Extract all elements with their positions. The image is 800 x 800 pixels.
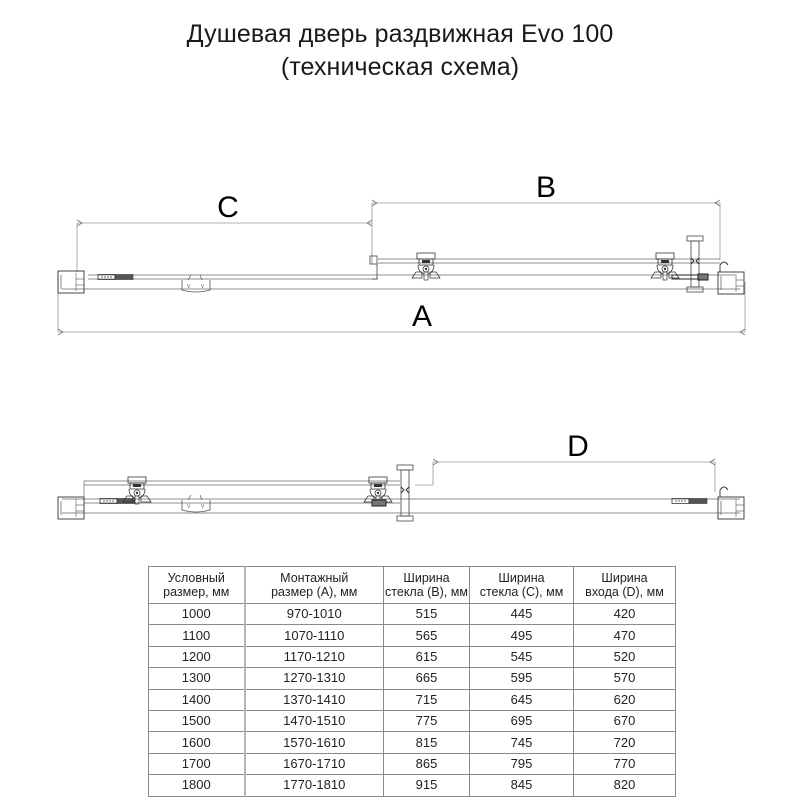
title-line-1: Душевая дверь раздвижная Evo 100 [186,20,614,48]
cell-entrance-d: 470 [573,624,676,647]
cell-nominal-size: 1100 [148,624,246,647]
dimension-label-d: D [567,430,589,463]
top-view-closed [57,199,746,336]
cell-mounting-size: 1370-1410 [244,688,384,711]
cell-glass-c: 445 [469,602,574,626]
cell-glass-c: 495 [469,624,574,647]
cell-mounting-size: 1070-1110 [244,624,384,647]
table-row: 1300 1270-1310 665 595 570 [148,667,676,690]
cell-glass-b: 915 [383,774,470,797]
cell-glass-c: 795 [469,752,574,776]
cell-glass-b: 715 [383,688,470,711]
table-row: 1700 1670-1710 865 795 770 [148,752,676,776]
dimension-label-c: C [217,191,239,224]
cell-entrance-d: 670 [573,709,676,733]
table-row: 1000 970-1010 515 445 420 [148,602,676,626]
cell-mounting-size: 1770-1810 [244,774,384,797]
cell-glass-b: 565 [383,624,470,647]
dimension-label-a: A [411,300,432,333]
bottom-view-open [57,458,745,522]
cell-glass-c: 745 [469,731,574,754]
table-row: 1500 1470-1510 775 695 670 [148,709,676,733]
cell-entrance-d: 570 [573,667,676,690]
table-row: 1400 1370-1410 715 645 620 [148,688,676,711]
cell-mounting-size: 970-1010 [244,602,384,626]
cell-mounting-size: 1470-1510 [244,709,384,733]
cell-entrance-d: 520 [573,645,676,669]
cell-nominal-size: 1400 [148,688,246,711]
table-row: 1100 1070-1110 565 495 470 [148,624,676,647]
cell-glass-b: 665 [383,667,470,690]
cell-entrance-d: 720 [573,731,676,754]
technical-drawing: V V [57,199,746,522]
cell-entrance-d: 770 [573,752,676,776]
table-row: 1200 1170-1210 615 545 520 [148,645,676,669]
cell-glass-b: 515 [383,602,470,626]
cell-entrance-d: 820 [573,774,676,797]
cell-glass-c: 845 [469,774,574,797]
cell-entrance-d: 420 [573,602,676,626]
title-line-2: (техническая схема) [280,53,520,81]
cell-entrance-d: 620 [573,688,676,711]
cell-glass-b: 775 [383,709,470,733]
cell-nominal-size: 1200 [148,645,246,669]
cell-mounting-size: 1670-1710 [244,752,384,776]
cell-glass-b: 865 [383,752,470,776]
cell-glass-c: 545 [469,645,574,669]
cell-glass-b: 815 [383,731,470,754]
cell-nominal-size: 1300 [148,667,246,690]
dimension-label-b: B [535,171,556,204]
cell-nominal-size: 1000 [148,602,246,626]
cell-mounting-size: 1170-1210 [244,645,384,669]
cell-nominal-size: 1700 [148,752,246,776]
page-title: Душевая дверь раздвижная Evo 100 (технич… [0,18,800,84]
cell-glass-c: 595 [469,667,574,690]
table-row: 1800 1770-1810 915 845 820 [148,774,676,797]
cell-nominal-size: 1600 [148,731,246,754]
cell-glass-b: 615 [383,645,470,669]
cell-mounting-size: 1270-1310 [244,667,384,690]
cell-glass-c: 645 [469,688,574,711]
cell-mounting-size: 1570-1610 [244,731,384,754]
cell-nominal-size: 1800 [148,774,246,797]
cell-glass-c: 695 [469,709,574,733]
table-row: 1600 1570-1610 815 745 720 [148,731,676,754]
cell-nominal-size: 1500 [148,709,246,733]
